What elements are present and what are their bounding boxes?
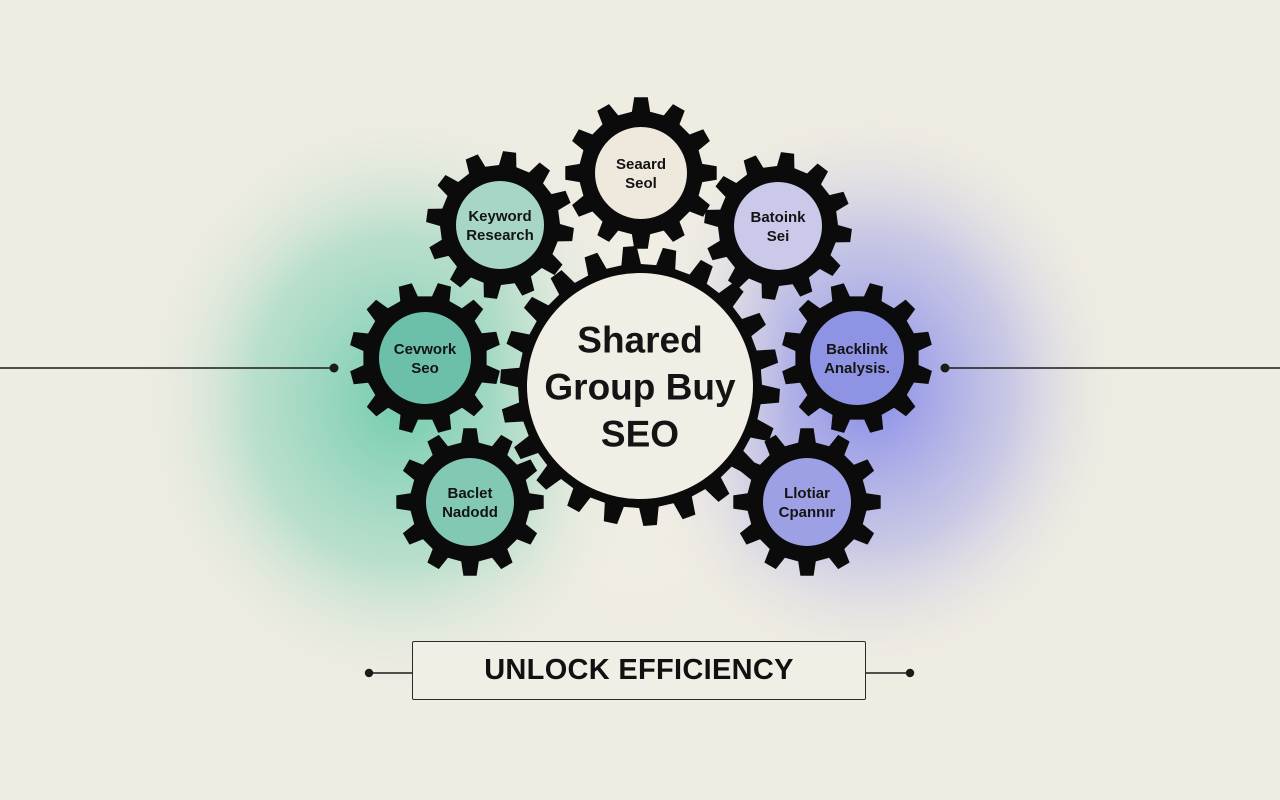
gear-upper-left-label-line-2: Research xyxy=(466,227,534,244)
gear-upper-right-face xyxy=(734,182,822,270)
gear-center-label-line-3: SEO xyxy=(601,413,679,454)
gear-lower-left-label-line-1: Baclet xyxy=(447,485,492,502)
right-connector xyxy=(940,363,1280,373)
gear-center-label-line-1: Shared xyxy=(577,319,702,360)
gear-upper-left-label-line-1: Keyword xyxy=(468,208,531,225)
gear-top-label-line-2: Seol xyxy=(625,175,657,192)
cta-left-connector xyxy=(364,668,412,678)
gear-mid-left-label-line-2: Seo xyxy=(411,360,439,377)
gear-lower-right-label-line-1: Llotiar xyxy=(784,485,830,502)
gear-top-face xyxy=(595,127,687,219)
gear-center-label-line-2: Group Buy xyxy=(544,366,736,407)
unlock-efficiency-label: UNLOCK EFFICIENCY xyxy=(484,654,794,686)
gear-mid-right-label-line-1: Backlink xyxy=(826,341,888,358)
cta-right-connector xyxy=(866,668,915,678)
gear-top-label-line-1: Seaard xyxy=(616,156,666,173)
gear-mid-left-face xyxy=(379,312,471,404)
gear-lower-left-label-line-2: Nadodd xyxy=(442,504,498,521)
gear-mid-right-label-line-2: Analysis. xyxy=(824,360,890,377)
gear-layer: SeaardSeolKeywordResearchBatoinkSeiCevwo… xyxy=(350,97,932,576)
gear-upper-right-label-line-1: Batoink xyxy=(750,209,806,226)
gear-center-face xyxy=(527,273,753,499)
gear-lower-right-label-line-2: Cpannır xyxy=(779,504,836,521)
gear-upper-left-face xyxy=(456,181,544,269)
gear-lower-left-face xyxy=(426,458,514,546)
gear-mid-right-face xyxy=(810,311,904,405)
gear-mid-left-label-line-1: Cevwork xyxy=(394,341,457,358)
left-connector xyxy=(0,363,339,373)
gear-upper-right-label-line-2: Sei xyxy=(767,228,790,245)
unlock-efficiency-button[interactable]: UNLOCK EFFICIENCY xyxy=(412,641,866,700)
gear-lower-right-face xyxy=(763,458,851,546)
